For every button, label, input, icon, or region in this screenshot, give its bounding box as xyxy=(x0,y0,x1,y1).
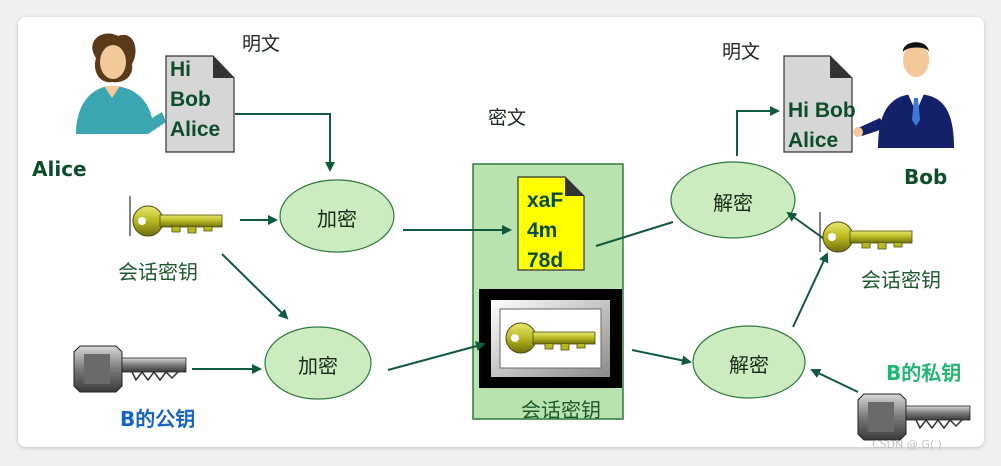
session-key-label-box: 会话密钥 xyxy=(521,398,601,422)
plaintext-doc-text-left: Hi Bob Alice xyxy=(170,55,220,145)
public-key-icon xyxy=(73,345,187,393)
plaintext-document-right xyxy=(783,55,853,153)
arrow-sessionkey-to-decrypt xyxy=(786,211,828,242)
doc-line: xaF xyxy=(527,189,564,212)
cipher-document xyxy=(517,176,585,271)
arrow-sessionkey-to-encrypt-bottom xyxy=(221,253,289,320)
doc-line: Hi Bob xyxy=(788,99,856,122)
arrow-decrypt-to-plaintext xyxy=(736,106,780,156)
plaintext-label-right: 明文 xyxy=(722,41,761,63)
doc-line: Bob xyxy=(170,88,211,111)
encrypt-label-bottom: 加密 xyxy=(298,354,338,378)
doc-line: 78d xyxy=(527,249,564,272)
public-key-label: B的公钥 xyxy=(120,407,196,431)
session-key-icon-encrypted xyxy=(505,322,596,354)
decrypt-label-bottom: 解密 xyxy=(729,353,769,377)
alice-figure-icon xyxy=(76,33,166,134)
plaintext-doc-text-right: Hi Bob Alice xyxy=(788,96,856,156)
alice-label: Alice xyxy=(32,157,87,181)
cipher-doc-text: xaF 4m 78d xyxy=(527,186,563,276)
session-key-label-right: 会话密钥 xyxy=(861,268,941,292)
doc-line: 4m xyxy=(527,219,558,242)
private-key-icon xyxy=(857,393,971,441)
arrow-cipherdoc-to-decrypt xyxy=(595,221,674,247)
decrypt-label-top: 解密 xyxy=(713,191,753,215)
encrypt-label-top: 加密 xyxy=(317,207,357,231)
session-key-icon-left xyxy=(129,196,223,237)
encrypt-ellipse-top xyxy=(279,179,395,253)
encrypt-ellipse-bottom xyxy=(264,326,372,400)
doc-line: Hi xyxy=(170,58,191,81)
doc-line: Alice xyxy=(170,118,221,141)
bob-label: Bob xyxy=(904,165,948,189)
watermark: CSDN @.G( ) xyxy=(872,438,942,451)
arrow-plaintext-to-encrypt xyxy=(235,113,335,172)
arrow-encrypt-to-keyframe xyxy=(387,341,486,371)
private-key-label: B的私钥 xyxy=(886,361,962,385)
decrypt-ellipse-top xyxy=(670,161,796,239)
ciphertext-label: 密文 xyxy=(488,107,527,129)
arrow-keyframe-to-decrypt xyxy=(631,349,692,366)
doc-line: Alice xyxy=(788,129,839,152)
decrypt-ellipse-bottom xyxy=(692,325,806,399)
arrow-decrypt-to-sessionkey xyxy=(792,252,829,328)
session-key-icon-right xyxy=(819,212,913,253)
session-key-label-left: 会话密钥 xyxy=(118,260,198,284)
plaintext-document-left xyxy=(165,55,235,153)
arrow-privatekey-to-decrypt xyxy=(810,368,859,393)
bob-figure-icon xyxy=(853,42,954,148)
plaintext-label-left: 明文 xyxy=(242,33,281,55)
